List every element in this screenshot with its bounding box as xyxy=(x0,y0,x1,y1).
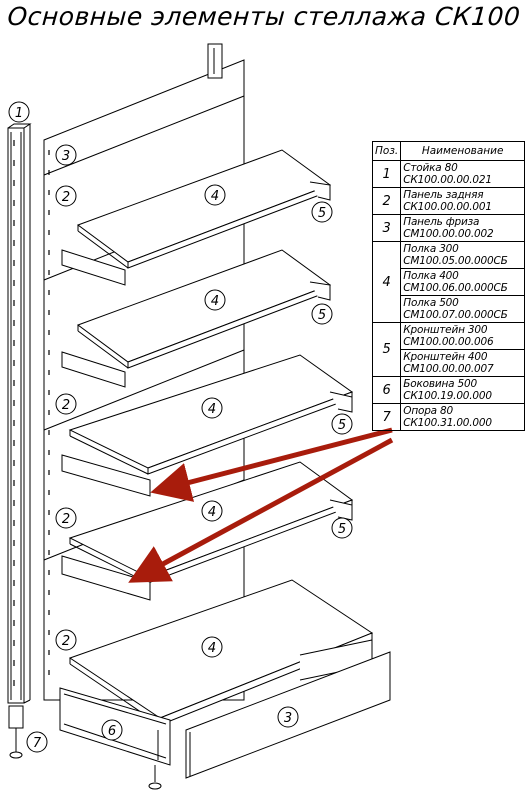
row-pos: 4 xyxy=(371,241,402,323)
row-name: Полка 300 СМ100.05.00.000СБ xyxy=(400,241,525,269)
callout-4-c-label: 4 xyxy=(208,402,216,417)
table-row: 3 Панель фриза СМ100.00.00.002 xyxy=(371,214,525,242)
table-row: Полка 400 СМ100.06.00.000СБ xyxy=(373,268,525,296)
callout-3-top-label: 3 xyxy=(62,149,70,164)
row-pos: 1 xyxy=(371,160,402,188)
callout-2-b-label: 2 xyxy=(62,398,70,413)
callout-1: 1 xyxy=(8,101,30,123)
callout-5-d: 5 xyxy=(331,517,353,539)
part-name: Боковина 500 xyxy=(403,378,477,390)
part-name: Кронштейн 400 xyxy=(403,351,488,363)
header-name: Наименование xyxy=(400,141,525,161)
callout-6: 6 xyxy=(101,719,123,741)
part-name: Стойка 80 xyxy=(403,162,458,174)
row-name: Опора 80 СК100.31.00.000 xyxy=(400,403,525,431)
row-pos: 6 xyxy=(371,376,402,404)
row-name: Полка 400 СМ100.06.00.000СБ xyxy=(400,268,525,296)
part-name: Кронштейн 300 xyxy=(403,324,488,336)
back-panel xyxy=(43,43,245,701)
callout-4-a: 4 xyxy=(204,184,226,206)
callout-4-d: 4 xyxy=(201,500,223,522)
table-row: 6 Боковина 500 СК100.19.00.000 xyxy=(371,376,525,404)
callout-5-a: 5 xyxy=(311,201,333,223)
callout-2-b: 2 xyxy=(55,393,77,415)
callout-3-bottom-label: 3 xyxy=(284,711,292,726)
part-code: СМ100.00.00.006 xyxy=(403,336,494,348)
callout-7-label: 7 xyxy=(33,736,42,751)
callout-4-c: 4 xyxy=(201,397,223,419)
callout-5-a-label: 5 xyxy=(318,206,326,221)
part-code: СМ100.07.00.000СБ xyxy=(403,309,508,321)
callout-4-e-label: 4 xyxy=(208,641,216,656)
callout-4-d-label: 4 xyxy=(208,505,216,520)
table-row: 5 Кронштейн 300 СМ100.00.00.006 xyxy=(371,322,525,377)
callout-5-b: 5 xyxy=(311,303,333,325)
post-foot xyxy=(8,705,24,759)
callout-2-c-label: 2 xyxy=(62,512,70,527)
table-row: 1 Стойка 80 СК100.00.00.021 xyxy=(371,160,525,188)
row-name: Кронштейн 400 СМ100.00.00.007 xyxy=(400,349,525,377)
part-name: Панель фриза xyxy=(403,216,480,228)
callout-4-a-label: 4 xyxy=(211,189,219,204)
part-code: СМ100.05.00.000СБ xyxy=(403,255,508,267)
callout-3-top: 3 xyxy=(55,144,77,166)
callout-2-a-label: 2 xyxy=(62,190,70,205)
callout-5-b-label: 5 xyxy=(318,308,326,323)
row-name: Полка 500 СМ100.07.00.000СБ xyxy=(400,295,525,323)
parts-table: Поз. Наименование 1 Стойка 80 СК100.00.0… xyxy=(371,141,525,431)
callout-2-c: 2 xyxy=(55,507,77,529)
callout-2-a: 2 xyxy=(55,185,77,207)
part-name: Полка 300 xyxy=(403,243,459,255)
part-code: СК100.31.00.000 xyxy=(403,417,492,429)
callout-4-e: 4 xyxy=(201,636,223,658)
parts-table-header: Поз. Наименование xyxy=(371,141,525,161)
arrow-to-bracket-upper xyxy=(150,427,393,502)
part-name: Опора 80 xyxy=(403,405,454,417)
row-name: Кронштейн 300 СМ100.00.00.006 xyxy=(400,322,525,350)
row-pos: 7 xyxy=(371,403,402,431)
row-pos: 2 xyxy=(371,187,402,215)
part-name: Полка 400 xyxy=(403,270,459,282)
part-code: СМ100.00.00.007 xyxy=(403,363,494,375)
row-name: Боковина 500 СК100.19.00.000 xyxy=(400,376,525,404)
callout-1-label: 1 xyxy=(15,106,23,121)
table-row: Кронштейн 400 СМ100.00.00.007 xyxy=(373,349,525,377)
table-row: 4 Полка 300 СМ100.05.00.000СБ xyxy=(371,241,525,323)
part-code: СМ100.00.00.002 xyxy=(403,228,494,240)
shelf-1 xyxy=(61,149,332,286)
part-code: СК100.19.00.000 xyxy=(403,390,492,402)
row-name: Панель фриза СМ100.00.00.002 xyxy=(400,214,525,242)
part-name: Полка 500 xyxy=(403,297,459,309)
part-code: СК100.00.00.021 xyxy=(403,174,492,186)
callout-4-b: 4 xyxy=(204,289,226,311)
arrow-to-bracket-lower xyxy=(128,437,394,583)
callout-3-bottom: 3 xyxy=(277,706,299,728)
part-code: СМ100.06.00.000СБ xyxy=(403,282,508,294)
header-pos: Поз. xyxy=(371,141,402,161)
table-row: 2 Панель задняя СК100.00.00.001 xyxy=(371,187,525,215)
row-name: Панель задняя СК100.00.00.001 xyxy=(400,187,525,215)
callout-5-c: 5 xyxy=(331,413,353,435)
callout-7: 7 xyxy=(26,731,48,753)
callout-6-label: 6 xyxy=(108,724,116,739)
callout-2-d: 2 xyxy=(55,629,77,651)
row-pos: 5 xyxy=(371,322,402,377)
upright-post xyxy=(7,123,32,704)
callout-5-c-label: 5 xyxy=(338,418,346,433)
arrows xyxy=(128,427,394,583)
shelf-2 xyxy=(61,249,332,388)
part-name: Панель задняя xyxy=(403,189,484,201)
callout-2-d-label: 2 xyxy=(62,634,70,649)
row-pos: 3 xyxy=(371,214,402,242)
callout-5-d-label: 5 xyxy=(338,522,346,537)
row-name: Стойка 80 СК100.00.00.021 xyxy=(400,160,525,188)
table-row: 7 Опора 80 СК100.31.00.000 xyxy=(371,403,525,431)
part-code: СК100.00.00.001 xyxy=(403,201,492,213)
callout-4-b-label: 4 xyxy=(211,294,219,309)
